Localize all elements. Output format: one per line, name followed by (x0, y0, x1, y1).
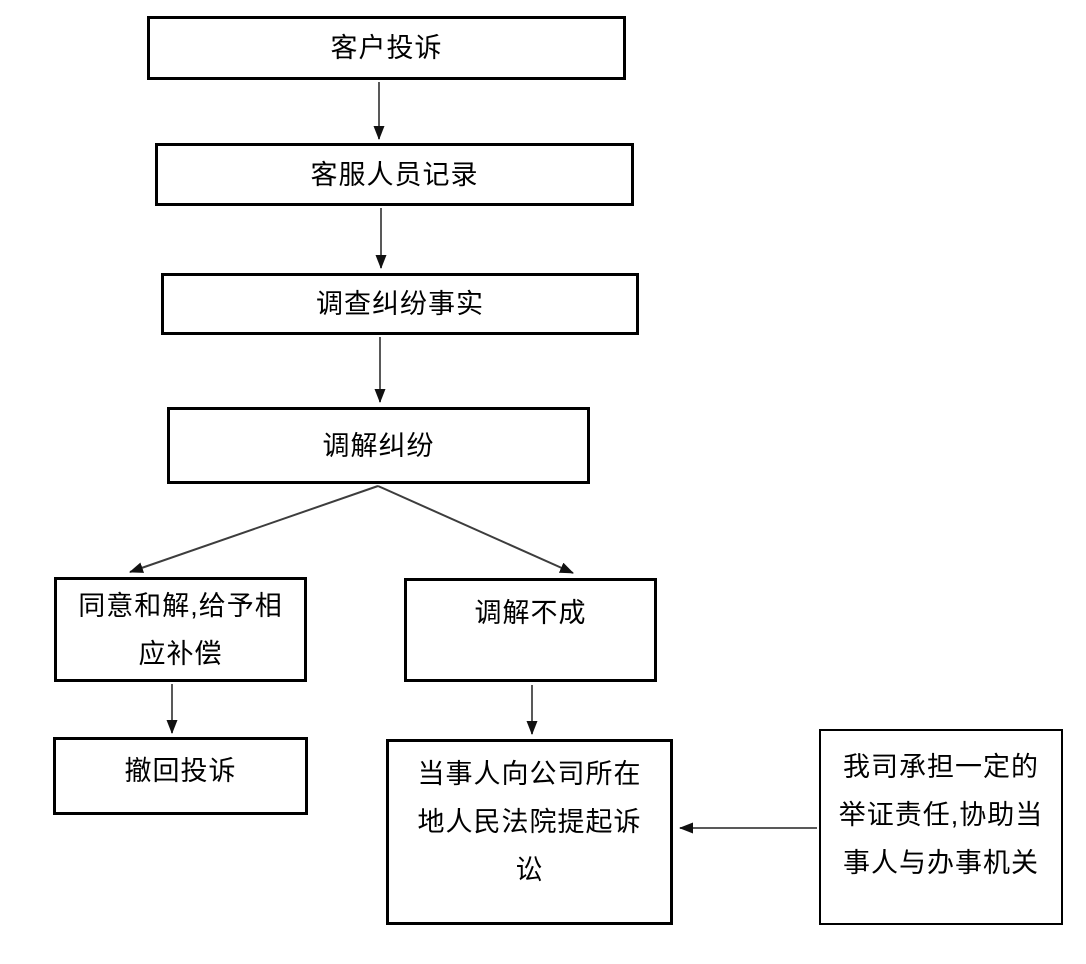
node-label-line: 讼 (515, 855, 544, 885)
node-label-line: 当事人向公司所在 (417, 759, 642, 789)
node-label-line: 调解不成 (474, 598, 587, 628)
node-mediate-dispute: 调解纠纷 (167, 407, 590, 484)
node-label-line: 调解纠纷 (322, 430, 435, 461)
node-file-lawsuit: 当事人向公司所在 地人民法院提起诉 讼 (386, 739, 673, 925)
node-label-line: 客服人员记录 (310, 159, 479, 190)
arrow-mediate-to-settle (129, 485, 379, 573)
node-label-line: 地人民法院提起诉 (417, 807, 642, 837)
node-withdraw-complaint: 撤回投诉 (53, 737, 308, 815)
node-investigate-dispute-facts: 调查纠纷事实 (161, 273, 639, 335)
node-company-assists: 我司承担一定的 举证责任,协助当 事人与办事机关 (819, 729, 1063, 925)
node-customer-complaint: 客户投诉 (147, 16, 626, 80)
node-label-line: 应补偿 (138, 638, 223, 669)
node-label-line: 同意和解,给予相 (78, 590, 283, 621)
node-label-line: 我司承担一定的 (843, 752, 1039, 782)
node-label-line: 事人与办事机关 (843, 848, 1039, 878)
node-label-line: 举证责任,协助当 (838, 800, 1044, 830)
arrow-mediate-to-fail (377, 485, 574, 574)
node-label-line: 客户投诉 (330, 33, 443, 63)
node-agree-settlement: 同意和解,给予相 应补偿 (54, 577, 307, 682)
node-label-line: 调查纠纷事实 (316, 289, 484, 319)
node-label-line: 撤回投诉 (124, 756, 237, 786)
node-service-staff-record: 客服人员记录 (155, 143, 634, 206)
node-mediation-fails: 调解不成 (404, 578, 657, 682)
